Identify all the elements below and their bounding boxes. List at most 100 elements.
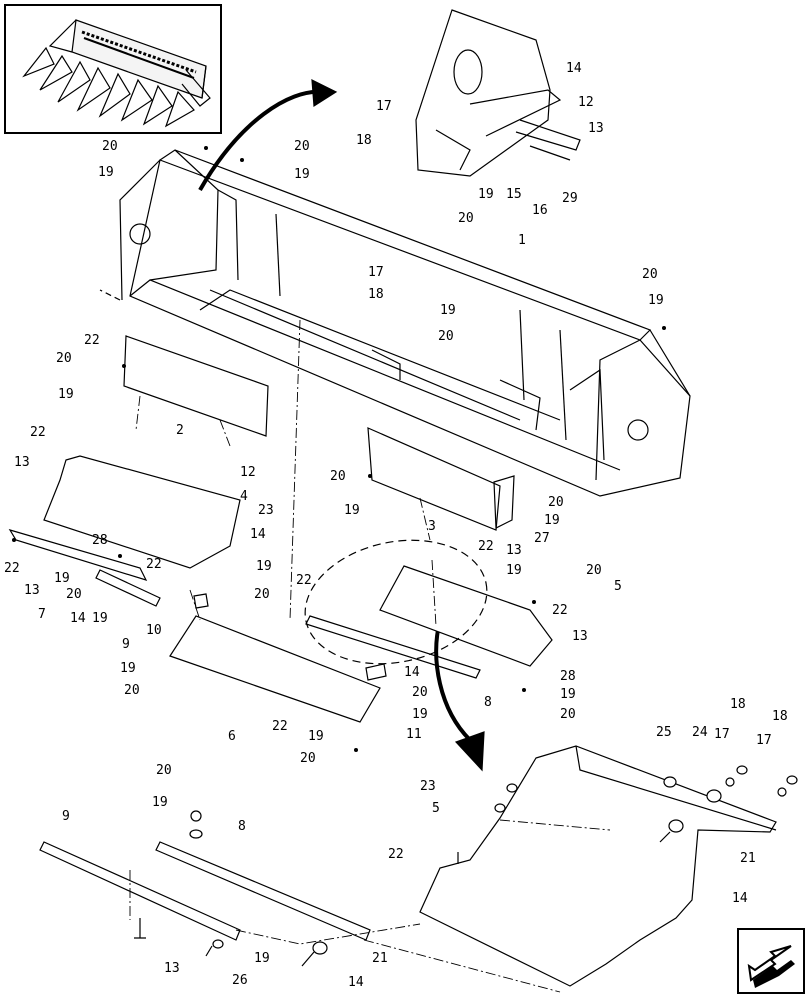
arrow-back-icon [747, 945, 795, 988]
part-17-washer [777, 787, 787, 797]
callout-29: 29 [562, 191, 578, 206]
callout-9: 9 [62, 809, 70, 824]
part-6-plate [169, 615, 381, 723]
part-2-panel [123, 335, 269, 437]
callout-labels: 20 19 20 19 17 18 14 12 13 19 15 16 29 2… [4, 61, 788, 990]
callout-19: 19 [440, 303, 456, 318]
callout-13: 13 [164, 961, 180, 976]
part-7-strip [8, 528, 148, 581]
callout-19: 19 [92, 611, 108, 626]
callout-21: 21 [372, 951, 388, 966]
callout-22: 22 [146, 557, 162, 572]
part-10-bracket [193, 593, 209, 609]
arrow-head-top [311, 78, 338, 108]
part-9-strip [95, 569, 161, 607]
callout-19: 19 [120, 661, 136, 676]
part-19-washer [212, 939, 224, 949]
corn-header-thumbnail [22, 19, 211, 128]
part-20-nut [190, 810, 202, 822]
callout-21: 21 [740, 851, 756, 866]
part-13-bolt [134, 918, 146, 939]
callout-17: 17 [714, 727, 730, 742]
callout-19: 19 [152, 795, 168, 810]
callout-20: 20 [66, 587, 82, 602]
callout-14: 14 [566, 61, 582, 76]
callout-6: 6 [228, 729, 236, 744]
callout-7: 7 [38, 607, 46, 622]
callout-22: 22 [388, 847, 404, 862]
callout-19: 19 [54, 571, 70, 586]
callout-19: 19 [544, 513, 560, 528]
callout-19: 19 [294, 167, 310, 182]
callout-22: 22 [296, 573, 312, 588]
part-8-strip-detail [155, 841, 371, 941]
callout-20: 20 [156, 763, 172, 778]
callout-19: 19 [256, 559, 272, 574]
part-9-strip-detail [39, 841, 241, 941]
callout-20: 20 [458, 211, 474, 226]
callout-13: 13 [588, 121, 604, 136]
part-17-washer [725, 777, 735, 787]
part-25-nut [663, 776, 677, 788]
previous-page-button[interactable] [737, 928, 805, 994]
arrow-head-bottom [454, 731, 485, 772]
callout-18: 18 [772, 709, 788, 724]
part-4-shield [43, 455, 241, 569]
callout-22: 22 [84, 333, 100, 348]
callout-5: 5 [432, 801, 440, 816]
part-14-bolt [301, 951, 315, 967]
callout-22: 22 [272, 719, 288, 734]
hardware-parts [134, 765, 798, 967]
part-3-panel [367, 427, 501, 531]
callout-18: 18 [356, 133, 372, 148]
callout-14: 14 [732, 891, 748, 906]
callout-13: 13 [572, 629, 588, 644]
callout-8: 8 [238, 819, 246, 834]
callout-17: 17 [376, 99, 392, 114]
callout-28: 28 [560, 669, 576, 684]
callout-19: 19 [98, 165, 114, 180]
callout-19: 19 [344, 503, 360, 518]
callout-23: 23 [258, 503, 274, 518]
callout-22: 22 [478, 539, 494, 554]
callout-19: 19 [58, 387, 74, 402]
callout-2: 2 [176, 423, 184, 438]
assembly-lines [129, 319, 611, 993]
part-19-washer [189, 829, 203, 839]
callout-22: 22 [4, 561, 20, 576]
callout-8: 8 [484, 695, 492, 710]
callout-20: 20 [330, 469, 346, 484]
callout-20: 20 [56, 351, 72, 366]
callout-20: 20 [560, 707, 576, 722]
callout-19: 19 [478, 187, 494, 202]
callout-22: 22 [30, 425, 46, 440]
callout-20: 20 [412, 685, 428, 700]
callout-28: 28 [92, 533, 108, 548]
side-plate-detail [415, 9, 581, 177]
callout-24: 24 [692, 725, 708, 740]
callout-12: 12 [240, 465, 256, 480]
callout-14: 14 [348, 975, 364, 990]
curved-arrow-bottom [434, 619, 472, 742]
callout-13: 13 [24, 583, 40, 598]
callout-14: 14 [250, 527, 266, 542]
callout-25: 25 [656, 725, 672, 740]
callout-20: 20 [300, 751, 316, 766]
part-23-plug [494, 803, 506, 813]
frame-assembly [99, 149, 691, 497]
callout-17: 17 [756, 733, 772, 748]
part-27-bracket [493, 475, 515, 529]
callout-20: 20 [438, 329, 454, 344]
callout-10: 10 [146, 623, 162, 638]
callout-16: 16 [532, 203, 548, 218]
part-18-nut [736, 765, 748, 775]
callout-3: 3 [428, 519, 436, 534]
header-inset-thumbnail [4, 4, 222, 134]
callout-19: 19 [506, 563, 522, 578]
curved-arrow-top [198, 89, 321, 191]
callout-22: 22 [552, 603, 568, 618]
callout-18: 18 [368, 287, 384, 302]
part-23-plug [506, 783, 518, 793]
